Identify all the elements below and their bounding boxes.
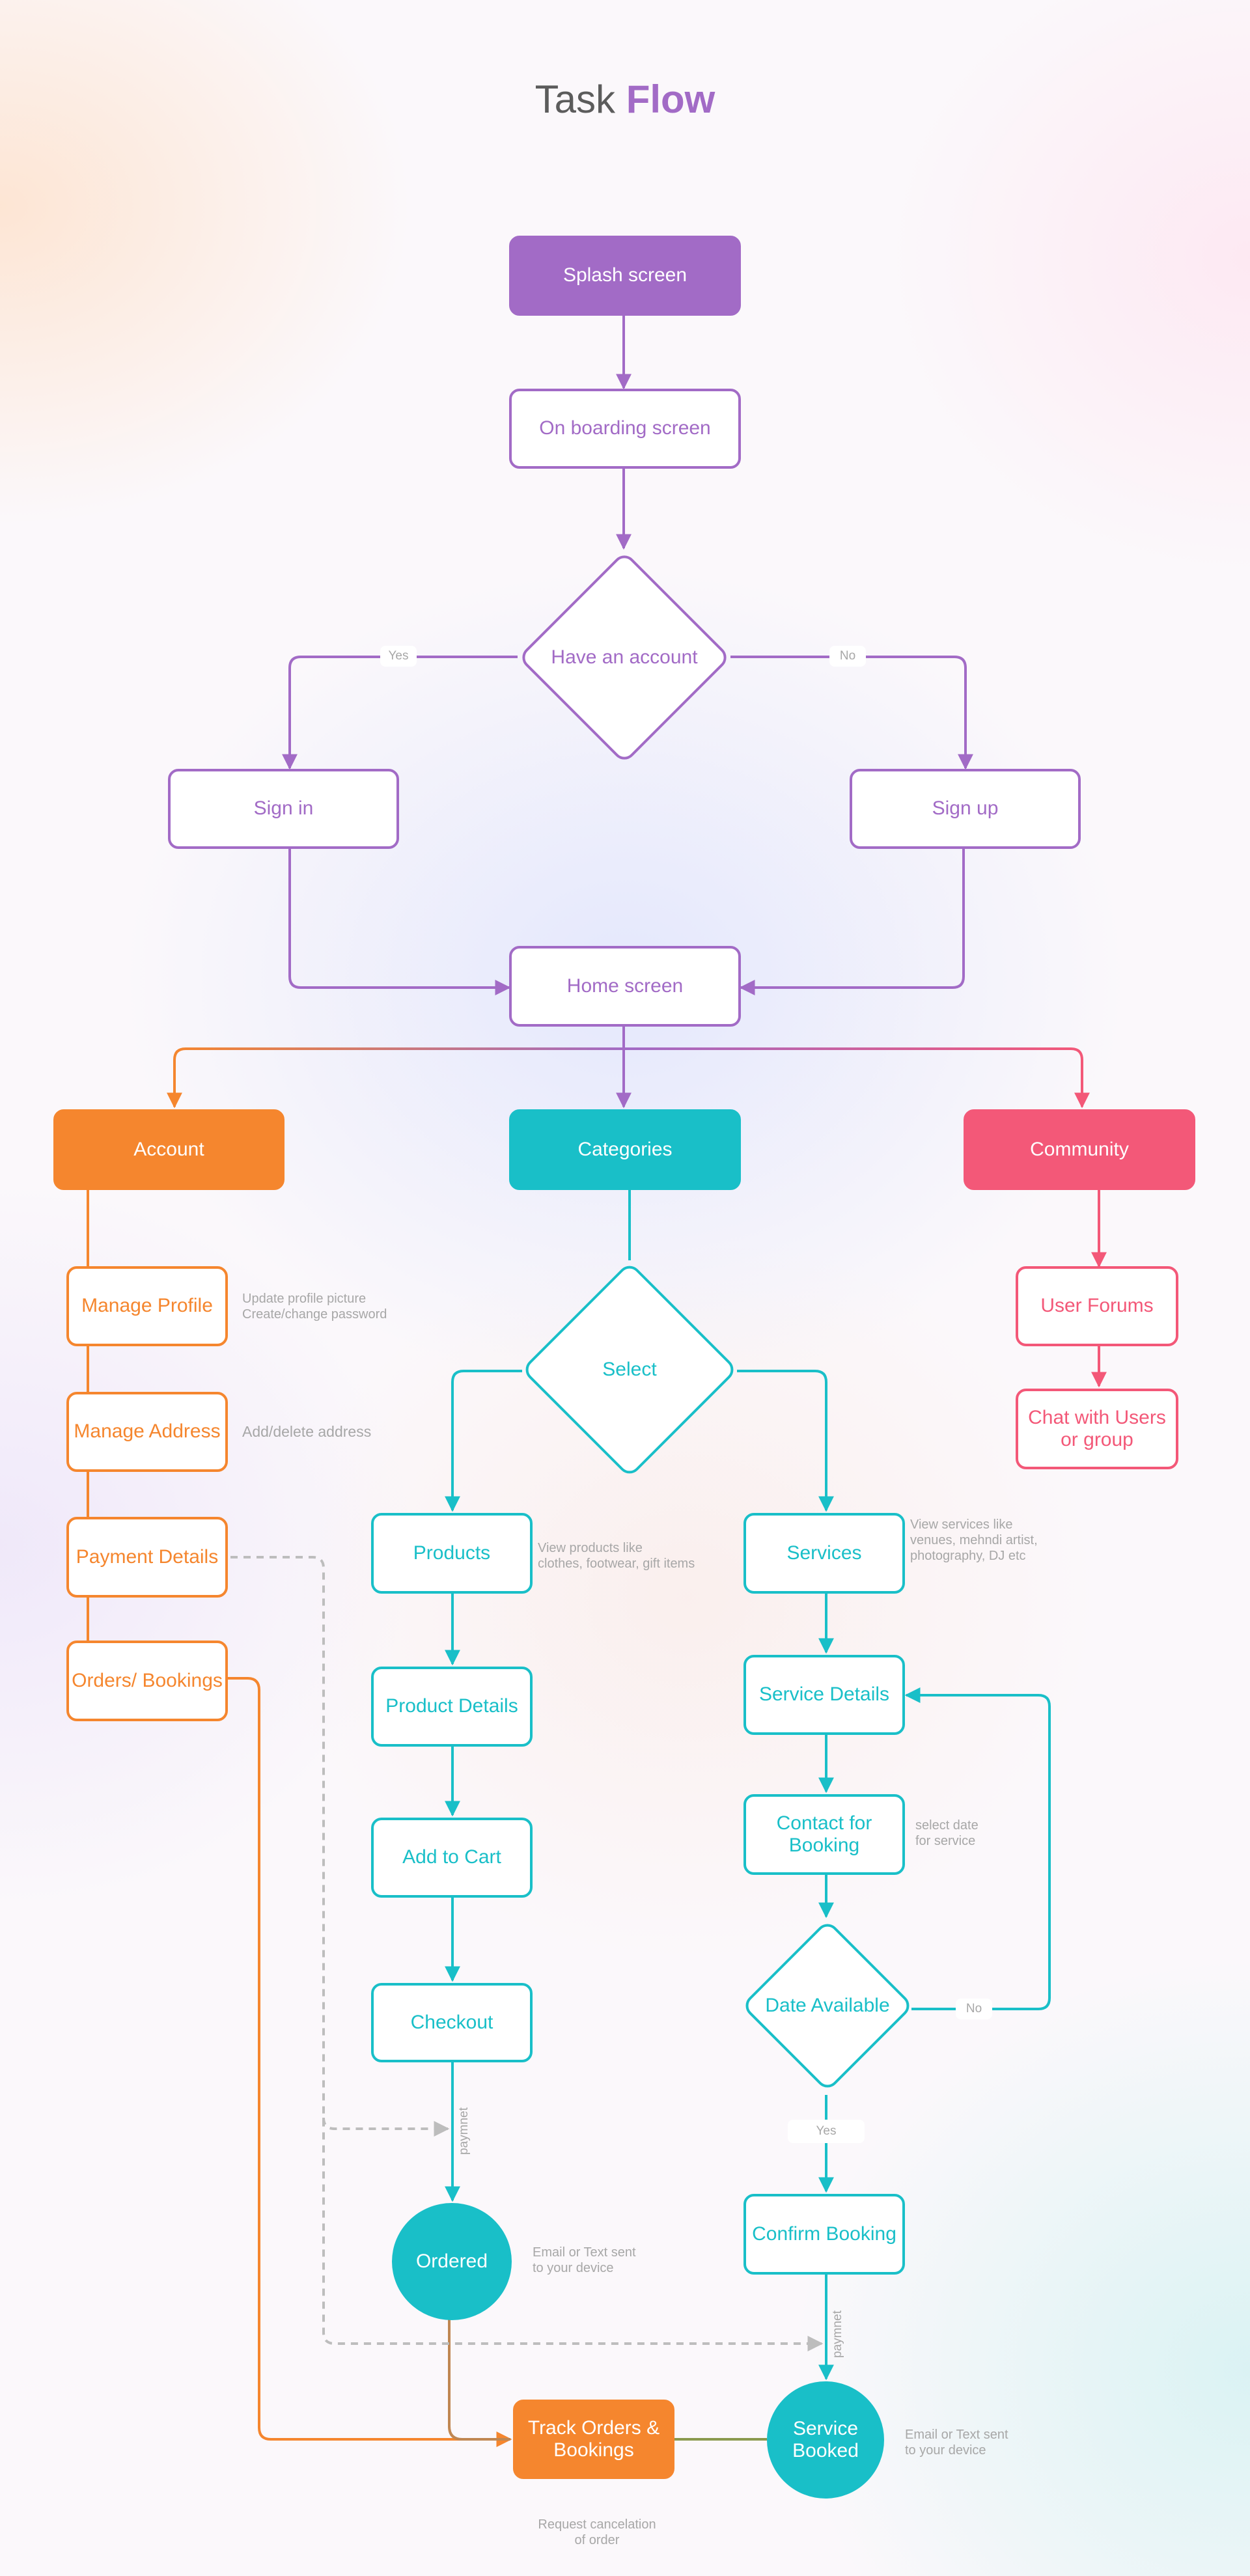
products-note: View products like clothes, footwear, gi… xyxy=(538,1541,695,1571)
no-date-label: No xyxy=(956,1999,992,2019)
title-accent: Flow xyxy=(626,77,715,121)
contact-note: select date for service xyxy=(915,1818,979,1848)
have-account-decision: Have an account xyxy=(517,550,732,765)
home-screen-node: Home screen xyxy=(509,946,741,1027)
yes-account-label: Yes xyxy=(380,646,417,667)
booked-note: Email or Text sent to your device xyxy=(905,2428,1008,2458)
community-node: Community xyxy=(964,1109,1195,1190)
orders-bookings-node: Orders/ Bookings xyxy=(66,1641,228,1721)
ordered-note: Email or Text sent to your device xyxy=(533,2245,636,2275)
add-to-cart-node: Add to Cart xyxy=(371,1818,533,1898)
checkout-node: Checkout xyxy=(371,1983,533,2062)
services-note: View services like venues, mehndi artist… xyxy=(910,1517,1038,1563)
user-forums-node: User Forums xyxy=(1016,1266,1178,1346)
chat-node: Chat with Users or group xyxy=(1016,1389,1178,1469)
date-available-label: Date Available xyxy=(765,1995,890,2016)
sign-up-node: Sign up xyxy=(850,769,1081,849)
confirm-booking-node: Confirm Booking xyxy=(743,2194,905,2275)
address-note: Add/delete address xyxy=(242,1423,372,1440)
contact-for-booking-node: Contact for Booking xyxy=(743,1794,905,1875)
select-decision: Select xyxy=(521,1261,738,1478)
manage-address-node: Manage Address xyxy=(66,1392,228,1472)
track-orders-bookings-node: Track Orders & Bookings xyxy=(513,2400,674,2479)
paymnet-services-label: paymnet xyxy=(831,2310,844,2358)
splash-screen-node: Splash screen xyxy=(509,236,741,316)
categories-node: Categories xyxy=(509,1109,741,1190)
ordered-node: Ordered xyxy=(392,2203,512,2320)
page-title: Task Flow xyxy=(0,77,1250,122)
profile-note: Update profile picture Create/change pas… xyxy=(242,1292,387,1322)
service-booked-node: Service Booked xyxy=(767,2381,884,2499)
payment-details-node: Payment Details xyxy=(66,1517,228,1598)
title-prefix: Task xyxy=(535,77,616,121)
cancel-note: Request cancelation of order xyxy=(538,2517,656,2547)
no-account-label: No xyxy=(829,646,866,667)
onboarding-screen-node: On boarding screen xyxy=(509,389,741,469)
have-account-label: Have an account xyxy=(551,646,698,668)
service-details-node: Service Details xyxy=(743,1655,905,1735)
paymnet-products-label: paymnet xyxy=(457,2107,471,2155)
yes-date-label: Yes xyxy=(788,2120,865,2143)
select-label: Select xyxy=(602,1359,657,1380)
services-node: Services xyxy=(743,1513,905,1594)
sign-in-node: Sign in xyxy=(168,769,399,849)
date-available-decision: Date Available xyxy=(741,1919,914,2092)
manage-profile-node: Manage Profile xyxy=(66,1266,228,1346)
account-node: Account xyxy=(53,1109,285,1190)
product-details-node: Product Details xyxy=(371,1667,533,1747)
products-node: Products xyxy=(371,1513,533,1594)
